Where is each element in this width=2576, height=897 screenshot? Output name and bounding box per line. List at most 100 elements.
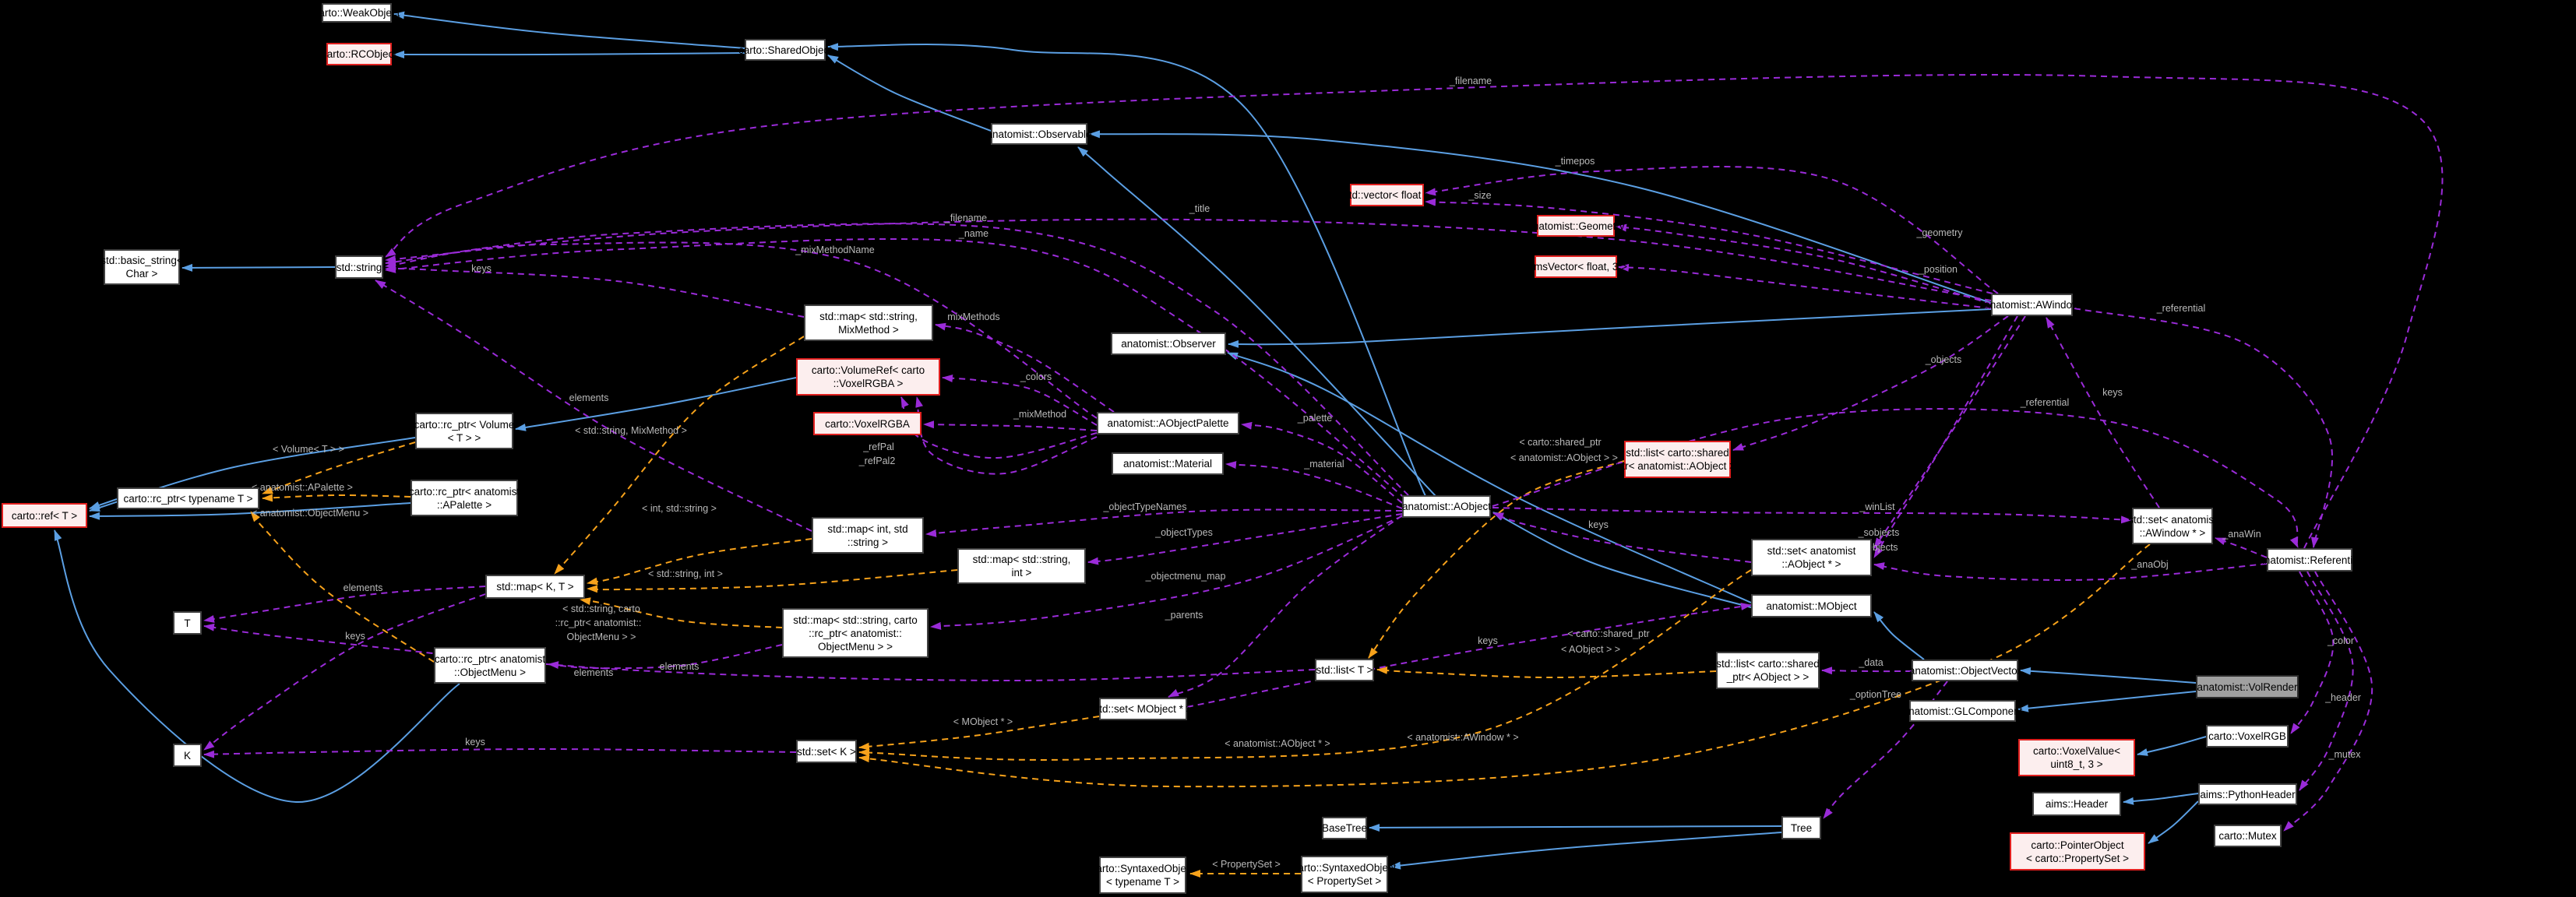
class-node-stdstring[interactable]: std::string — [335, 255, 383, 279]
edge-label: _objectmenu_map — [1145, 571, 1226, 582]
tmpl-edge — [554, 336, 805, 575]
class-node-voxelrgba[interactable]: carto::VoxelRGBA — [813, 412, 922, 435]
class-node-tbox[interactable]: T — [173, 611, 202, 635]
class-node-label: carto::RCObject — [321, 48, 397, 60]
class-node-label: MixMethod > — [838, 323, 899, 336]
edge-label: < Volume< T > > — [273, 444, 344, 455]
edge-label: ObjectMenu > > — [567, 631, 636, 642]
class-node-vectorfloat[interactable]: std::vector< float > — [1344, 184, 1430, 206]
inherit-edge — [1390, 832, 1782, 870]
class-node-listsharedaobj[interactable]: std::list< carto::shared_ptr< anatomist:… — [1610, 441, 1745, 478]
class-node-label: std::set< K > — [797, 745, 856, 758]
class-node-glcomponent[interactable]: anatomist::GLComponent — [1903, 700, 2022, 722]
class-node-label: carto::SyntaxedObject — [1091, 863, 1195, 874]
class-node-listt[interactable]: std::list< T > — [1315, 659, 1374, 681]
use-edge — [930, 515, 1403, 630]
class-node-label: K — [183, 749, 191, 762]
class-node-mapstringmix[interactable]: std::map< std::string,MixMethod > — [804, 304, 933, 341]
class-node-rcptrapalette[interactable]: carto::rc_ptr< anatomist::APalette > — [408, 480, 520, 516]
inherit-edge — [2020, 667, 2197, 684]
class-node-mapstringint[interactable]: std::map< std::string,int > — [957, 548, 1086, 584]
class-node-rcptrtypename[interactable]: carto::rc_ptr< typename T > — [117, 487, 259, 509]
class-node-mapkt[interactable]: std::map< K, T > — [485, 575, 585, 599]
use-edge — [375, 280, 812, 532]
inherit-edge — [827, 43, 1426, 497]
use-edge — [385, 74, 2444, 549]
class-node-label: ::AWindow * > — [2139, 526, 2206, 539]
class-node-syntaxedps[interactable]: carto::SyntaxedObject< PropertySet > — [1293, 856, 1396, 893]
class-node-aimsheader[interactable]: aims::Header — [2032, 792, 2121, 816]
edge-label: keys — [1478, 635, 1498, 646]
class-node-label: _ptr< anatomist::AObject > > — [1610, 460, 1745, 472]
class-node-label: carto::rc_ptr< anatomist — [408, 485, 520, 498]
class-node-syntaxedtn[interactable]: carto::SyntaxedObject< typename T > — [1091, 857, 1194, 894]
class-node-aimsvector[interactable]: AimsVector< float, 3 > — [1524, 255, 1627, 278]
class-node-weakobject[interactable]: carto::WeakObject — [314, 3, 400, 23]
class-node-volumeref[interactable]: carto::VolumeRef< carto::VoxelRGBA > — [796, 358, 940, 396]
class-node-voxelrgb[interactable]: carto::VoxelRGB — [2206, 725, 2289, 748]
class-node-rcobject[interactable]: carto::RCObject — [322, 43, 396, 65]
class-node-listsharedshort[interactable]: std::list< carto::shared_ptr< AObject > … — [1716, 652, 1820, 689]
edge-label: < MObject * > — [953, 716, 1013, 727]
class-node-observable[interactable]: anatomist::Observable — [986, 123, 1092, 145]
class-node-label: ::APalette > — [436, 498, 492, 511]
class-node-basicstring[interactable]: std::basic_string<Char > — [100, 249, 183, 285]
class-node-observer[interactable]: anatomist::Observer — [1111, 332, 1226, 355]
inherit-edge — [2017, 691, 2197, 712]
edge-label: < int, std::string > — [642, 503, 717, 514]
edge-label: keys — [345, 631, 365, 642]
edge-label: _objectTypes — [1154, 527, 1213, 538]
class-node-voxelvalue[interactable]: carto::VoxelValue<uint8_t, 3 > — [2018, 739, 2135, 776]
class-node-referential[interactable]: anatomist::Referential — [2258, 548, 2361, 572]
class-node-geometry[interactable]: anatomist::Geometry — [1527, 215, 1625, 237]
class-node-rcptrmenu[interactable]: carto::rc_ptr< anatomist::ObjectMenu > — [434, 647, 546, 684]
class-node-pointerobject[interactable]: carto::PointerObject< carto::PropertySet… — [2010, 832, 2145, 871]
edge-label: _size — [1468, 190, 1491, 201]
edge-label: < carto::shared_ptr — [1519, 437, 1601, 448]
class-node-sharedobject[interactable]: carto::SharedObject — [738, 39, 832, 61]
use-edge — [915, 396, 1098, 475]
class-node-palette[interactable]: anatomist::AObjectPalette — [1097, 412, 1239, 434]
use-edge — [1616, 223, 1992, 304]
class-node-awindow[interactable]: anatomist::AWindow — [1984, 294, 2080, 316]
edge-label: _filename — [1449, 76, 1492, 86]
use-edge — [385, 218, 1992, 301]
class-node-label: int > — [1011, 567, 1032, 579]
class-node-volrender[interactable]: anatomist::VolRender — [2196, 675, 2299, 698]
class-node-setaobject[interactable]: std::set< anatomist::AObject * > — [1751, 539, 1872, 576]
edge-label: mixMethods — [947, 311, 999, 322]
inherit-edge — [89, 498, 118, 509]
edge-label: _objects — [1925, 354, 1962, 365]
use-edge — [1425, 198, 1993, 294]
class-node-material[interactable]: anatomist::Material — [1112, 452, 1224, 475]
edge-label: < carto::shared_ptr — [1567, 628, 1649, 639]
class-node-label: carto::Mutex — [2218, 830, 2277, 842]
edge-label: _mutex — [2328, 749, 2362, 760]
class-node-reft[interactable]: carto::ref< T > — [2, 503, 87, 528]
inherit-edge — [89, 502, 411, 520]
class-node-setawindow[interactable]: std::set< anatomist::AWindow * > — [2128, 508, 2217, 544]
use-edge — [1732, 315, 2009, 451]
class-node-aobject[interactable]: anatomist::AObject — [1402, 495, 1491, 518]
class-node-label: ::AObject * > — [1781, 558, 1841, 570]
inherit-edge — [1492, 512, 1752, 608]
class-node-setmobject[interactable]: std::set< MObject * > — [1094, 698, 1193, 720]
tmpl-edge — [250, 511, 435, 663]
class-node-mobject[interactable]: anatomist::MObject — [1751, 594, 1872, 617]
class-node-objectvector[interactable]: anatomist::ObjectVector — [1909, 660, 2021, 681]
inherit-edge — [1089, 130, 1992, 304]
class-node-label: anatomist::Geometry — [1527, 220, 1625, 232]
class-node-label: anatomist::AObjectPalette — [1107, 417, 1229, 429]
class-node-kbox[interactable]: K — [173, 744, 202, 767]
class-node-pythonheader[interactable]: aims::PythonHeader — [2198, 783, 2297, 805]
class-node-mapstringmenu[interactable]: std::map< std::string, carto::rc_ptr< an… — [782, 608, 929, 658]
class-node-tree[interactable]: Tree — [1781, 816, 1821, 839]
class-node-basetree[interactable]: BaseTree — [1322, 817, 1367, 839]
class-node-rcptrvolume[interactable]: carto::rc_ptr< Volume< T > > — [414, 413, 514, 449]
class-node-setk[interactable]: std::set< K > — [796, 740, 857, 763]
class-node-mutex[interactable]: carto::Mutex — [2214, 825, 2282, 847]
class-node-mapintstring[interactable]: std::map< int, std::string > — [812, 517, 924, 554]
edge-label: < std::string, MixMethod > — [575, 425, 687, 436]
class-node-label: aims::PythonHeader — [2200, 788, 2296, 800]
inherit-edge — [1228, 308, 1992, 348]
